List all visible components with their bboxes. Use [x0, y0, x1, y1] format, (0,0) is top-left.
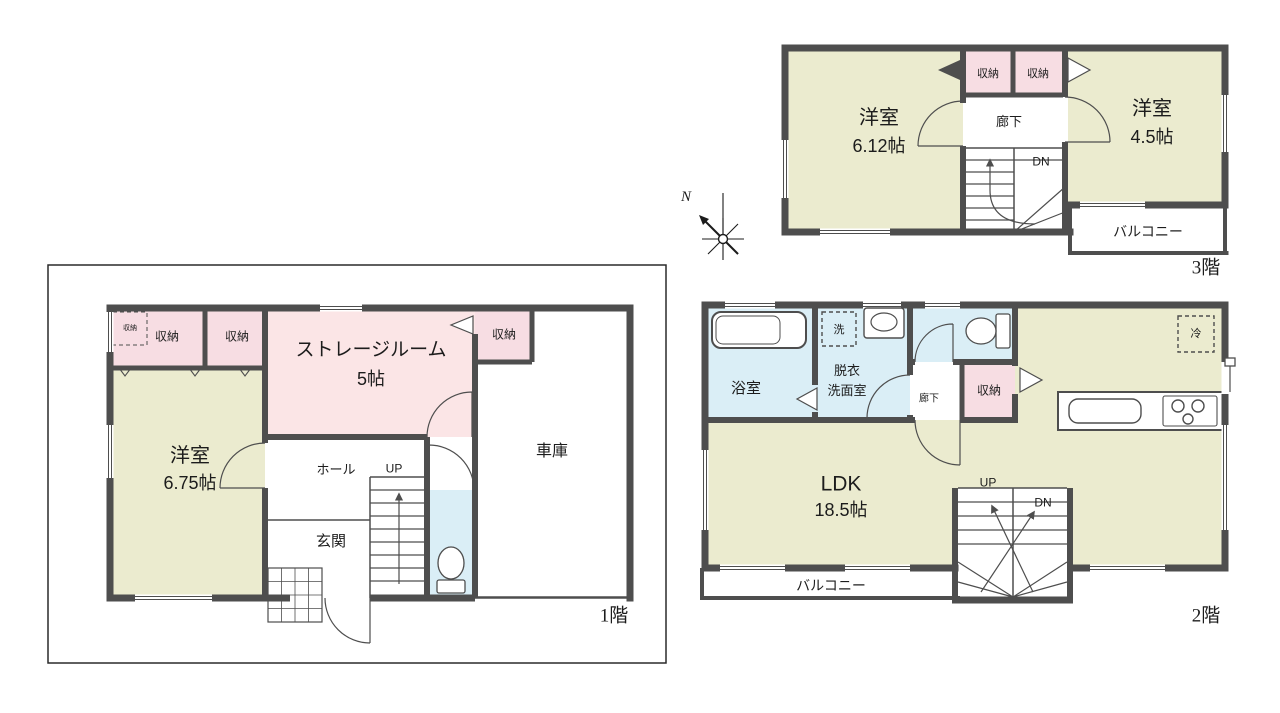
room-label-bathroom: 浴室 — [730, 379, 762, 397]
doors-3f — [917, 96, 1111, 147]
sink-icon — [1068, 398, 1142, 424]
room-label-storage-room: ストレージルーム — [295, 339, 447, 361]
room-size-western-1f: 6.75帖 — [163, 473, 217, 494]
rooms-3f — [785, 48, 1225, 232]
stairs-dn-label-3f: DN — [1032, 154, 1050, 169]
fridge-box — [1177, 315, 1215, 353]
room-size-western-3f-b: 4.5帖 — [1130, 127, 1174, 148]
closet-label-2f: 収納 — [976, 383, 1002, 398]
property-line-1f — [47, 264, 667, 664]
room-size-western-3f-a: 6.12帖 — [852, 136, 906, 157]
room-label-hall: ホール — [316, 461, 356, 477]
closet-label-1f-tiny: 収納 — [123, 325, 137, 333]
room-label-washroom-2: 洗面室 — [827, 382, 867, 398]
thin-lines-1f — [112, 311, 627, 599]
folding-door-marks-1f — [118, 315, 474, 377]
rooms-1f — [110, 308, 532, 598]
windows-2f — [701, 301, 1236, 572]
closet-label-3f-b: 収納 — [1027, 67, 1049, 80]
stove-icon — [1162, 395, 1218, 427]
compass — [688, 188, 760, 260]
room-label-hallway-3f: 廊下 — [995, 113, 1023, 129]
floor1-drawing — [47, 264, 667, 664]
room-label-western-3f-a: 洋室 — [859, 107, 899, 129]
floor3-drawing — [781, 44, 1229, 255]
kitchen-counter — [1057, 391, 1226, 431]
washer-box — [821, 311, 857, 347]
room-size-storage-room: 5帖 — [356, 369, 386, 390]
closet-label-1f-c: 収納 — [491, 327, 517, 342]
fixtures-2f — [711, 307, 1011, 349]
floor2-drawing — [700, 301, 1236, 604]
floor-label-2f: 2階 — [1191, 605, 1221, 627]
room-label-ldk: LDK — [820, 472, 862, 496]
room-label-western-3f-b: 洋室 — [1132, 98, 1172, 120]
stairs-up-label-2f: UP — [979, 475, 997, 490]
balcony-label-2f: バルコニー — [796, 577, 866, 594]
toilet-icon-1f — [436, 546, 466, 594]
toilet-icon-2f — [965, 313, 1011, 349]
folding-door-marks-3f — [938, 56, 1092, 84]
room-label-hallway-2f: 廊下 — [919, 393, 939, 405]
stairs-1f — [370, 489, 424, 584]
compass-needle-head — [699, 215, 709, 225]
balcony-label-3f: バルコニー — [1113, 223, 1183, 240]
closet-label-1f-a: 収納 — [154, 329, 180, 344]
doors-1f — [219, 391, 475, 644]
closet-label-1f-b: 収納 — [224, 329, 250, 344]
bathtub-icon — [711, 311, 807, 349]
room-size-ldk: 18.5帖 — [814, 500, 868, 521]
compass-north-label: N — [680, 188, 692, 205]
floor3-plan — [780, 42, 1230, 287]
room-label-garage: 車庫 — [535, 443, 569, 461]
room-label-entrance: 玄関 — [315, 532, 347, 550]
compass-icon — [699, 193, 744, 260]
stairs-up-label-1f: UP — [385, 461, 403, 476]
floor-label-3f: 3階 — [1191, 257, 1221, 279]
floor-label-1f: 1階 — [599, 605, 629, 627]
stairs-3f — [963, 148, 1066, 233]
windows-1f — [106, 304, 362, 602]
room-label-western-1f: 洋室 — [170, 445, 210, 467]
room-label-washroom-1: 脱衣 — [833, 362, 861, 378]
doors-2f — [866, 323, 961, 466]
folding-door-marks-2f — [795, 366, 1044, 412]
stairs-dn-label-2f: DN — [1034, 495, 1052, 510]
stairs-2f — [957, 488, 1068, 600]
rooms-2f — [700, 305, 1225, 600]
windows-3f — [781, 95, 1229, 236]
closet-label-3f-a: 収納 — [977, 67, 999, 80]
vanity-sink-icon — [863, 307, 905, 339]
fridge-label: 冷 — [1190, 327, 1202, 340]
floor1-plan — [47, 264, 667, 664]
floor2-plan — [695, 300, 1240, 630]
washer-label: 洗 — [833, 323, 845, 336]
